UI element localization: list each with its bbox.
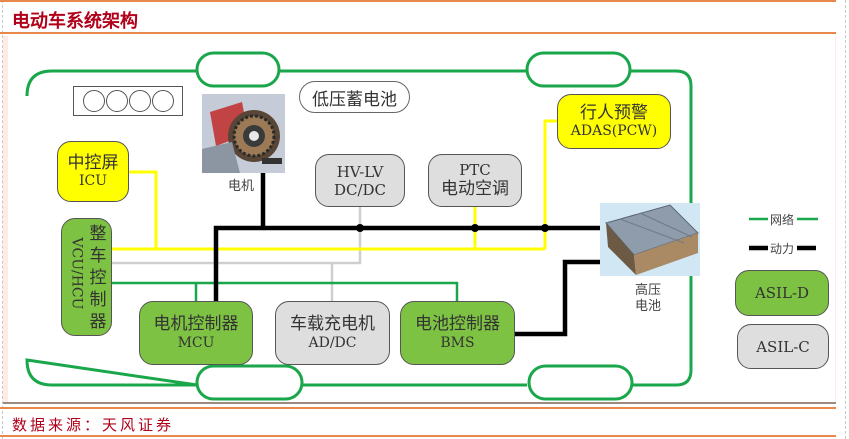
yellow-signal-lines	[112, 119, 557, 251]
power-junctions	[356, 224, 549, 232]
junction-dcdc	[356, 224, 364, 232]
legend-asil-d: ASIL-D	[735, 270, 829, 316]
right-dashed-border	[845, 0, 846, 439]
mcu-node: 电机控制器 MCU	[139, 301, 253, 365]
dcdc-node: HV-LV DC/DC	[315, 154, 405, 207]
adas-node: 行人预警 ADAS(PCW)	[557, 94, 671, 149]
junction-adas	[541, 224, 549, 232]
icu-yellow-line	[129, 170, 158, 249]
vcu-network-bus	[112, 281, 459, 301]
footer-bar: 数据来源：天风证券	[0, 407, 836, 437]
low-voltage-battery-label: 低压蓄电池	[299, 81, 410, 113]
ptc-line1: PTC	[459, 161, 491, 180]
bms-cn: 电池控制器	[415, 314, 500, 335]
wheel-front-right	[525, 51, 632, 88]
legend-asil-c-label: ASIL-C	[756, 337, 810, 356]
dcdc-grey-line	[112, 205, 362, 265]
mcu-en: MCU	[177, 334, 215, 351]
adas-en: ADAS(PCW)	[570, 123, 658, 140]
mcu-cn: 电机控制器	[153, 314, 239, 335]
left-dashed-border	[2, 0, 3, 439]
wheel-rear-right	[527, 364, 634, 401]
icu-en: ICU	[78, 173, 108, 190]
motor-caption: 电机	[228, 179, 255, 194]
legend-network-label: 网络	[770, 213, 795, 227]
gauge-circle-icon	[82, 90, 105, 112]
legend-asil-d-label: ASIL-D	[754, 284, 810, 302]
panel-bottom-shadow	[3, 402, 836, 404]
instrument-cluster-icon	[73, 86, 183, 116]
electric-motor-image	[202, 94, 285, 173]
bms-power-line	[515, 259, 603, 337]
legend-power-label: 动力	[770, 242, 795, 256]
hv-battery-caption-line2: 电池	[635, 299, 662, 315]
hv-battery-caption-line1: 高压	[635, 283, 662, 298]
motor-illustration-icon	[202, 94, 285, 173]
page-title: 电动车系统架构	[12, 11, 138, 32]
charger-cn: 车载充电机	[290, 314, 375, 335]
data-source: 数据来源：天风证券	[12, 416, 175, 434]
hv-battery-caption: 高压 电池	[635, 283, 661, 316]
gauge-circle-icon	[151, 90, 174, 112]
dcdc-line2: DC/DC	[333, 180, 387, 199]
grey-signal-lines	[112, 205, 362, 301]
vehicle-outline	[25, 51, 693, 401]
junction-ptc	[471, 224, 479, 232]
bms-en: BMS	[440, 334, 475, 351]
ptc-node: PTC 电动空调	[428, 154, 522, 207]
legend-lines	[749, 217, 818, 251]
adas-yellow-line	[543, 119, 557, 249]
wheel-rear-left	[195, 364, 304, 401]
battery-pack-illustration-icon	[600, 203, 700, 276]
vcu-cn: 整车控制器	[89, 224, 107, 332]
vcu-en: VCU/HCU	[68, 237, 85, 310]
gauge-circle-icon	[128, 90, 151, 112]
network-green-lines	[112, 281, 459, 301]
wheel-front-left	[195, 51, 281, 88]
icu-cn: 中控屏	[67, 152, 119, 173]
vcu-node: 整车控制器 VCU/HCU	[61, 218, 112, 336]
hv-battery-image	[600, 203, 700, 276]
legend-asil-c: ASIL-C	[737, 324, 829, 369]
vehicle-body-outline	[25, 69, 693, 387]
dcdc-line1: HV-LV	[336, 162, 384, 181]
header-bar: 电动车系统架构	[0, 0, 836, 34]
charger-en: AD/DC	[308, 334, 357, 351]
icu-node: 中控屏 ICU	[57, 141, 129, 202]
gauge-circle-icon	[105, 90, 128, 112]
bms-node: 电池控制器 BMS	[400, 301, 515, 365]
charger-node: 车载充电机 AD/DC	[275, 301, 390, 365]
ptc-line2: 电动空调	[441, 179, 509, 200]
adas-cn: 行人预警	[580, 102, 648, 123]
